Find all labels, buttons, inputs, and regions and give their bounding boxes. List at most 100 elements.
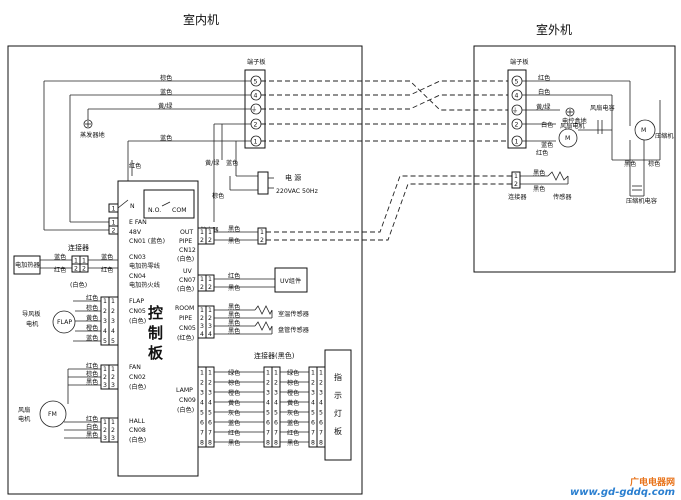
flap-wire-1: 红色 — [86, 294, 98, 302]
lamp-wire-color-right: 黄色 — [287, 399, 299, 407]
lamp-wire-color-left: 棕色 — [228, 379, 240, 387]
svg-text:3: 3 — [200, 323, 204, 330]
lamp-wire-color-left: 黑色 — [228, 439, 240, 447]
power-plug-icon — [257, 171, 274, 195]
lamp-wire-color-left: 橙色 — [228, 389, 240, 397]
board-room: ROOM — [175, 305, 194, 312]
lamp-pin-number: 3 — [311, 390, 315, 397]
board-cn03: CN03 — [129, 254, 146, 261]
board-n: N — [130, 203, 135, 210]
comp-cap-label: 压缩机电容 — [626, 197, 657, 205]
flap-wire-5: 蓝色 — [86, 334, 98, 342]
lamp-pin-number: 2 — [200, 380, 204, 387]
outdoor-title: 室外机 — [536, 22, 572, 37]
svg-text:2: 2 — [515, 122, 519, 129]
lamp-pin-number: 8 — [208, 440, 212, 447]
left-connector-label: 连接器 — [68, 243, 89, 252]
lamp-pin-number: 3 — [200, 390, 204, 397]
indoor-terminal-title: 端子板 — [247, 58, 266, 66]
svg-text:⏚: ⏚ — [512, 108, 518, 115]
board-left-pins: 1 1 2 — [108, 199, 129, 235]
sensor-wire-2: 黑色 — [228, 311, 240, 319]
svg-text:2: 2 — [74, 266, 78, 273]
heater-label: 电加热器 — [15, 261, 41, 269]
lamp-pin-number: 4 — [266, 400, 270, 407]
svg-text:1: 1 — [103, 366, 107, 373]
outdoor-wire-white-2: 白色 — [541, 121, 553, 129]
svg-text:1: 1 — [82, 258, 86, 265]
compressor-icon: M — [634, 119, 656, 141]
heater-connector: 1 2 1 2 — [40, 255, 118, 273]
wire-brown: 棕色 — [160, 74, 172, 82]
board-cn05b-paren: (红色) — [177, 334, 194, 342]
relay-box — [143, 189, 195, 219]
svg-text:2: 2 — [111, 308, 115, 315]
svg-text:1: 1 — [200, 229, 204, 236]
fan-wire-2: 棕色 — [86, 370, 98, 378]
svg-text:2: 2 — [514, 181, 518, 188]
flap-wire-2: 棕色 — [86, 304, 98, 312]
cond-ground-label: 电控盒地 — [562, 117, 587, 125]
board-cn01: CN01 (蓝色) — [129, 237, 165, 245]
lamp-pin-number: 1 — [319, 370, 323, 377]
lamp-pin-number: 7 — [319, 430, 323, 437]
flap-motor-label-2: 电机 — [26, 320, 39, 328]
lamp-pin-number: 6 — [208, 420, 212, 427]
svg-text:2: 2 — [111, 374, 115, 381]
board-cn03-desc: 电加热零线 — [129, 262, 160, 270]
terminal-to-board-wires — [131, 123, 258, 222]
svg-text:5: 5 — [111, 338, 115, 345]
indicator-char-2: 示 — [334, 391, 342, 400]
svg-text:1: 1 — [103, 298, 107, 305]
room-sensor-label: 室温传感器 — [278, 310, 310, 318]
outdoor-wire-red-2: 红色 — [536, 149, 548, 157]
board-char-1: 控 — [148, 304, 163, 322]
outdoor-wires — [520, 80, 661, 197]
board-cn05-paren: (白色) — [129, 317, 146, 325]
heater-wire-red-r: 红色 — [101, 266, 113, 274]
lamp-pin-number: 4 — [208, 400, 212, 407]
svg-text:4: 4 — [103, 328, 107, 335]
power-spec: 220VAC 50Hz — [276, 188, 318, 195]
svg-text:4: 4 — [208, 331, 212, 338]
wire-blue-short: 蓝色 — [226, 159, 238, 167]
lamp-pin-number: 5 — [274, 410, 278, 417]
lamp-pin-number: 4 — [200, 400, 204, 407]
outdoor-wire-yg: 黄/绿 — [536, 103, 551, 111]
fan-wire-1: 红色 — [86, 362, 98, 370]
svg-text:1: 1 — [74, 258, 78, 265]
lamp-pin-number: 6 — [319, 420, 323, 427]
lamp-pin-number: 3 — [319, 390, 323, 397]
lamp-pin-number: 6 — [311, 420, 315, 427]
outdoor-terminal-title: 端子板 — [510, 58, 529, 66]
indoor-terminal-4: 4 — [254, 93, 258, 100]
board-cn12-paren: (白色) — [177, 255, 194, 263]
sensor-wire-3: 黑色 — [228, 319, 240, 327]
lamp-wire-color-right: 蓝色 — [287, 419, 299, 427]
outdoor-wire-black-3: 黑色 — [533, 185, 545, 193]
indoor-terminal-ground: ⏚ — [251, 107, 257, 114]
lamp-pin-number: 2 — [208, 380, 212, 387]
svg-text:1: 1 — [103, 419, 107, 426]
svg-text:1: 1 — [208, 229, 212, 236]
lamp-pin-number: 4 — [274, 400, 278, 407]
svg-text:5: 5 — [515, 79, 519, 86]
lamp-pin-number: 1 — [208, 370, 212, 377]
lamp-pin-number: 7 — [274, 430, 278, 437]
outdoor-wire-black-2: 黑色 — [533, 169, 545, 177]
lamp-pin-number: 1 — [266, 370, 270, 377]
svg-text:FLAP: FLAP — [57, 319, 72, 326]
board-cn04: CN04 — [129, 273, 146, 280]
indoor-terminal-2: 2 — [254, 122, 258, 129]
interconnect-dashes — [261, 80, 512, 241]
fan-motor-label-1: 风扇 — [18, 406, 30, 414]
svg-text:2: 2 — [260, 237, 264, 244]
lamp-wire-color-left: 红色 — [228, 429, 240, 437]
lamp-wire-color-right: 棕色 — [287, 379, 299, 387]
indoor-frame — [7, 45, 363, 495]
indicator-char-3: 灯 — [334, 408, 342, 418]
